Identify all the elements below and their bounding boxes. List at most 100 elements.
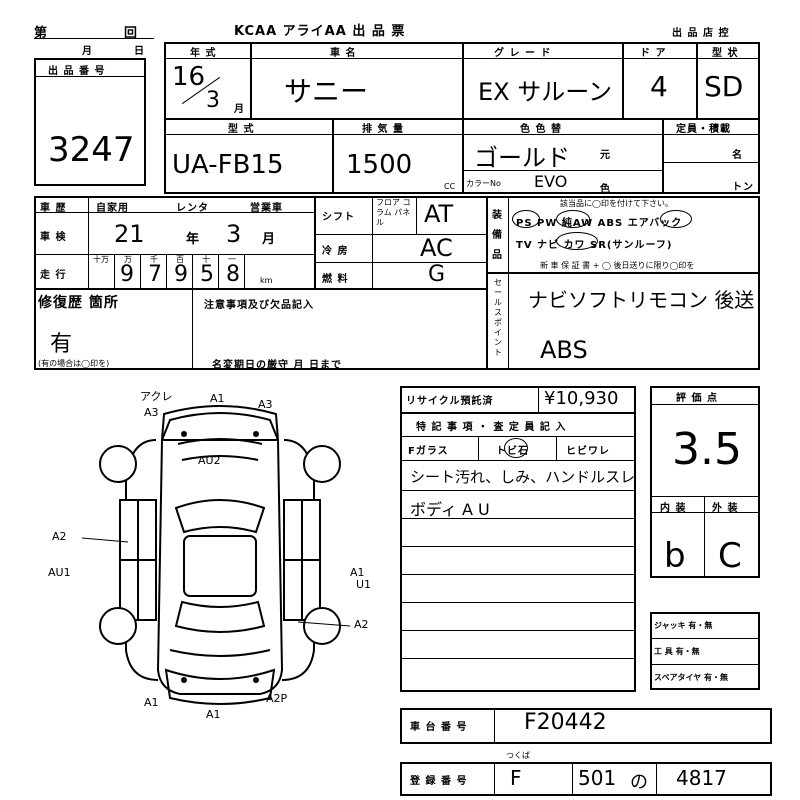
spare-tire-row: スペアタイヤ 有・無: [654, 673, 728, 682]
repair-box: [34, 288, 488, 370]
damage-label: A1: [206, 708, 221, 721]
recycle-label: リサイクル預託済: [406, 396, 494, 407]
divider: [622, 42, 624, 120]
divider: [114, 254, 115, 290]
divider: [704, 496, 705, 578]
sales-point-text1: ナビソフトリモコン 後送: [528, 288, 755, 312]
damage-label: アクレ: [140, 390, 172, 403]
katashiki-value: UA-FB15: [172, 150, 284, 180]
damage-label: A2P: [266, 692, 288, 705]
rule: [34, 212, 316, 213]
car-name-value: サニー: [284, 75, 369, 108]
kai-label: 回: [124, 26, 139, 41]
history-label: 車 歴: [40, 203, 67, 214]
rule: [400, 490, 636, 491]
divider: [192, 254, 193, 290]
damage-label: A2: [52, 530, 67, 543]
divider: [508, 196, 509, 274]
divider: [250, 42, 252, 120]
color-no-label: カラーNo: [466, 179, 501, 188]
interior-grade: b: [664, 536, 686, 576]
rental: レンタ: [176, 203, 209, 214]
month-label: 月: [82, 46, 93, 57]
damage-label: U1: [356, 578, 371, 591]
rule: [650, 638, 760, 639]
inspector-note-1: シート汚れ、しみ、ハンドルスレ: [410, 468, 636, 486]
divider: [478, 436, 479, 460]
nenshiki-label: 年 式: [190, 48, 217, 59]
divider: [166, 254, 167, 290]
chassis-number: F20442: [524, 710, 607, 735]
gatsu-label: 月: [262, 232, 277, 247]
month-unit: 月: [234, 104, 245, 115]
inspector-note-2: ボディ A U: [410, 500, 490, 519]
pw-circle: [556, 210, 590, 228]
divider: [494, 762, 495, 796]
divider: [572, 762, 573, 796]
inspection-box: [400, 386, 636, 692]
shaken-year: 21: [114, 220, 145, 248]
repair-note: (有の場合は◯印を): [38, 359, 110, 368]
mileage-label: 走 行: [40, 270, 67, 281]
rule: [400, 460, 636, 461]
special-notes-label: 特 記 事 項 ・ 査 定 員 記 入: [416, 422, 567, 433]
rule: [400, 658, 636, 659]
recycle-amount: ¥10,930: [544, 388, 619, 409]
divider: [696, 42, 698, 120]
divider: [508, 272, 509, 370]
equipment-label: 装 備 品: [492, 210, 503, 261]
shape-value: SD: [704, 70, 744, 103]
divider: [538, 386, 539, 412]
score-value: 3.5: [672, 424, 742, 475]
shaken-label: 車 検: [40, 232, 67, 243]
header-rule: [34, 38, 154, 39]
km-unit: km: [260, 276, 273, 285]
mei-label: 名: [732, 150, 743, 161]
mileage-digit: 7: [148, 262, 162, 287]
capacity-label: 定員・積載: [676, 124, 731, 135]
shift-label: シフト: [322, 212, 355, 223]
rule: [400, 630, 636, 631]
score-box: [650, 386, 760, 578]
displacement-value: 1500: [346, 150, 413, 180]
katashiki-label: 型 式: [228, 124, 255, 135]
exterior-grade: C: [718, 536, 742, 576]
rule: [400, 436, 636, 437]
deadline-label: 名変期日の厳守 月 日まで: [212, 360, 342, 371]
plate-number: 4817: [676, 766, 727, 790]
damage-label: AU1: [48, 566, 71, 579]
aircon-label: 冷 房: [322, 246, 349, 257]
lot-label: 出 品 番 号: [48, 66, 106, 77]
abs-circle: [660, 210, 692, 228]
sales-point-text2: ABS: [540, 336, 588, 364]
divider: [662, 118, 664, 194]
mileage-digit: 9: [174, 262, 188, 287]
sales-point-label: セールスポイント: [494, 278, 502, 357]
chip-circle: [504, 438, 528, 458]
rule: [400, 602, 636, 603]
notes-label: 注意事項及び欠品記入: [204, 300, 314, 311]
car-name-label: 車 名: [330, 48, 357, 59]
divider: [462, 118, 464, 194]
plate-class: 501: [578, 766, 617, 790]
chassis-box: [400, 708, 772, 744]
divider: [244, 254, 245, 290]
color-label: 色 色 替: [520, 124, 562, 135]
plate-label: 登 録 番 号: [410, 776, 468, 787]
grade-label: グ レ ー ド: [494, 48, 552, 59]
car-damage-diagram: アクレ A3 A1 A3 AU2 A2 AU1 A1 U1 A2 A1 A1 A…: [48, 390, 371, 721]
divider: [556, 436, 557, 460]
cc-unit: CC: [444, 182, 456, 191]
divider: [192, 288, 193, 370]
color-no-value: EVO: [534, 172, 568, 191]
rule: [650, 404, 760, 405]
plate-area: F: [510, 766, 522, 790]
rule: [400, 412, 636, 414]
lot-rule: [34, 76, 146, 77]
rule: [650, 664, 760, 665]
digit-head: 十: [202, 255, 210, 264]
shape-label: 型 状: [712, 48, 739, 59]
rule: [662, 162, 760, 163]
divider: [416, 196, 417, 234]
mileage-digit: 8: [226, 262, 240, 287]
